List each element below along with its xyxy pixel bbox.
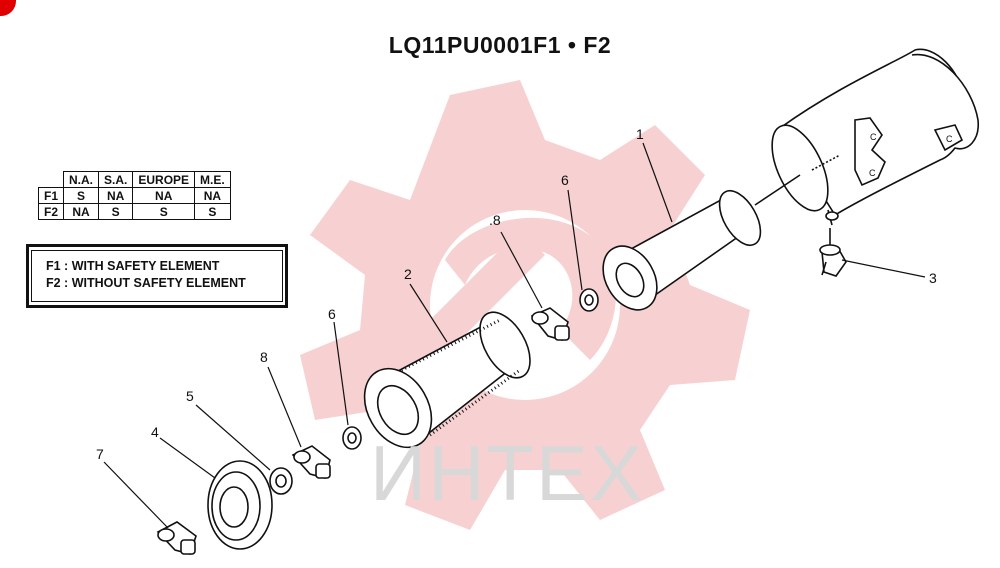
row-label: F2: [37, 203, 65, 220]
washer-part-6-lower: [342, 426, 362, 450]
wing-nut-part-8-upper: [530, 307, 570, 341]
leader-lines: [103, 142, 926, 529]
table-cell: S: [194, 203, 231, 220]
callout-3: 3: [929, 270, 937, 286]
table-cell: NA: [63, 203, 100, 220]
callout-8-upper: .8: [489, 212, 501, 228]
svg-text:C: C: [946, 134, 953, 144]
callout-2: 2: [404, 266, 412, 282]
table-row: F2 NA S S S: [37, 203, 231, 220]
table-cell: NA: [194, 187, 231, 204]
gasket-part-5: [269, 467, 293, 495]
callout-6-upper: 6: [561, 172, 569, 188]
primary-element-part-2: [363, 311, 531, 449]
legend-inner: F1 : WITH SAFETY ELEMENT F2 : WITHOUT SA…: [31, 250, 283, 302]
washer-part-6-upper: [579, 288, 599, 312]
safety-element-part-1: [602, 174, 801, 311]
svg-text:C: C: [869, 168, 876, 178]
end-cover-part-4: [207, 460, 273, 550]
callout-5: 5: [186, 388, 194, 404]
table-cell: NA: [98, 187, 134, 204]
availability-table: N.A. S.A. EUROPE M.E. F1 S NA NA NA F2 N…: [37, 171, 231, 220]
table-header-cell: N.A.: [63, 171, 100, 188]
callout-1: 1: [636, 126, 644, 142]
callout-6-lower: 6: [328, 306, 336, 322]
air-cleaner-housing: C C C: [771, 48, 979, 226]
callout-7: 7: [96, 446, 104, 462]
legend-line-f2: F2 : WITHOUT SAFETY ELEMENT: [46, 276, 246, 290]
svg-text:C: C: [870, 132, 877, 142]
vacuator-valve-part-3: [819, 228, 847, 277]
watermark-text: ИНТЕХ: [370, 429, 645, 517]
callout-8-lower: 8: [260, 349, 268, 365]
table-header-cell: EUROPE: [132, 171, 196, 188]
table-row: F1 S NA NA NA: [37, 187, 231, 204]
callout-4: 4: [151, 424, 159, 440]
legend-box: F1 : WITH SAFETY ELEMENT F2 : WITHOUT SA…: [26, 244, 288, 308]
diagram-title: LQ11PU0001F1 • F2: [388, 32, 612, 58]
table-cell: S: [132, 203, 196, 220]
wing-nut-part-7: [156, 521, 197, 555]
table-cell: S: [98, 203, 134, 220]
wing-nut-part-8-lower: [291, 445, 331, 479]
legend-line-f1: F1 : WITH SAFETY ELEMENT: [46, 259, 220, 273]
